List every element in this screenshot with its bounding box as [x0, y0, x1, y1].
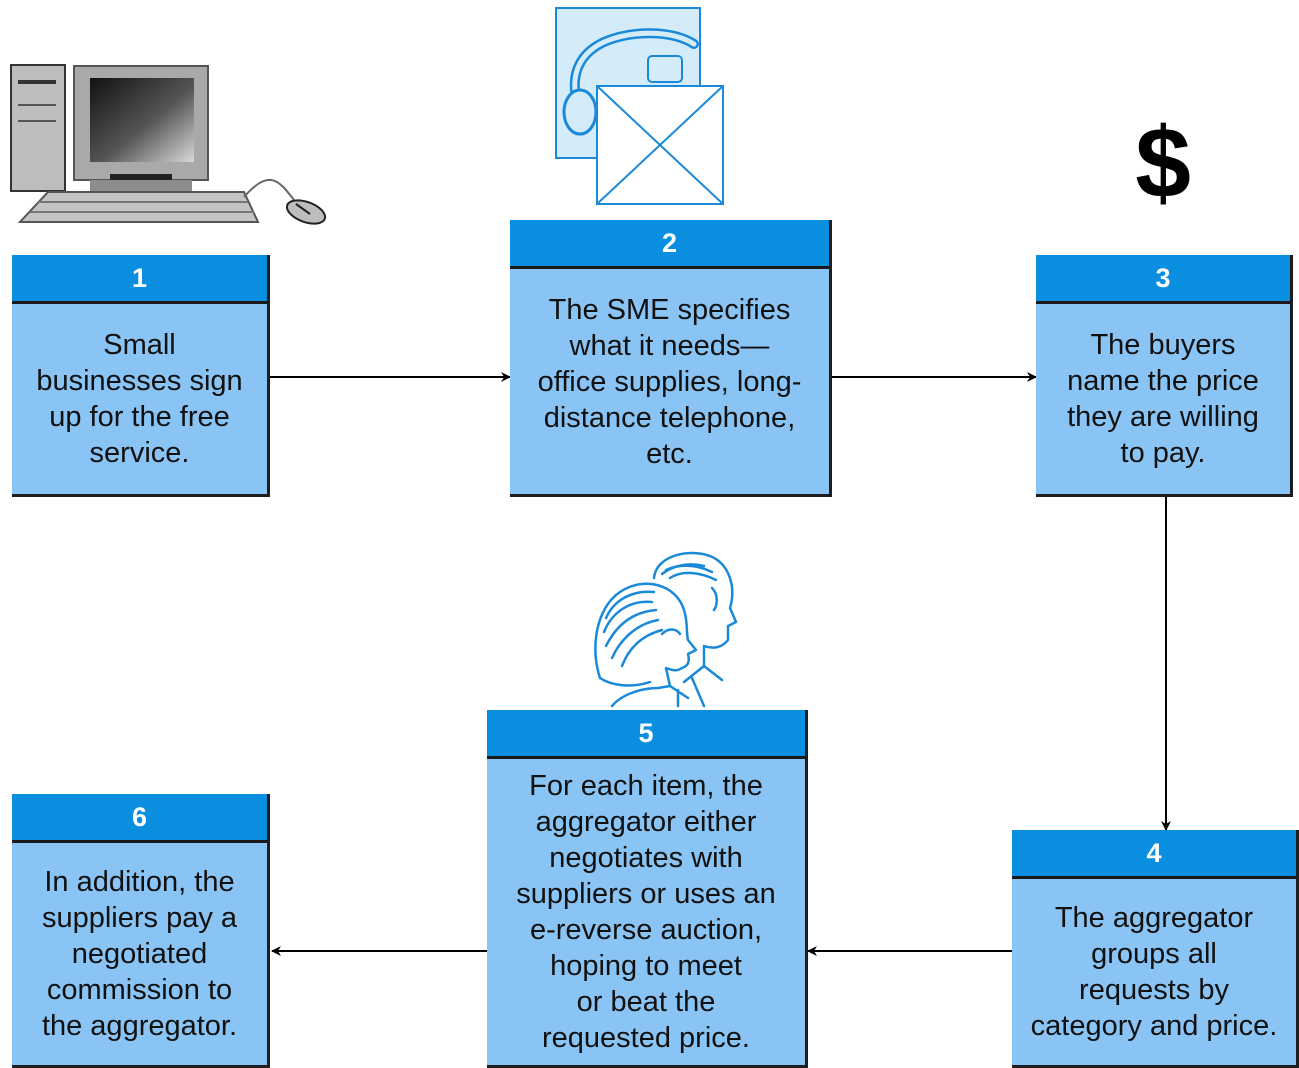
step-1-text: Small businesses sign up for the free se…: [36, 329, 243, 469]
step-2-number: 2: [510, 220, 829, 269]
envelope-phone-icon: [555, 7, 724, 205]
step-6-number: 6: [12, 794, 267, 843]
step-6-box: 6 In addition, the suppliers pay a negot…: [12, 794, 270, 1068]
step-4-number: 4: [1012, 830, 1296, 879]
step-1-box: 1 Small businesses sign up for the free …: [12, 255, 270, 497]
desktop-computer-icon: [10, 64, 327, 225]
step-5-text: For each item, the aggregator either neg…: [516, 770, 776, 1054]
people-heads-icon: [594, 551, 738, 708]
step-4-box: 4 The aggregator groups all requests by …: [1012, 830, 1299, 1068]
step-2-text: The SME specifies what it needs— office …: [537, 293, 802, 470]
step-3-text: The buyers name the price they are willi…: [1067, 329, 1259, 469]
step-1-number: 1: [12, 255, 267, 304]
step-5-box: 5 For each item, the aggregator either n…: [487, 710, 808, 1068]
step-3-number: 3: [1036, 255, 1290, 304]
step-4-text: The aggregator groups all requests by ca…: [1030, 902, 1278, 1042]
step-2-box: 2 The SME specifies what it needs— offic…: [510, 220, 832, 497]
step-5-number: 5: [487, 710, 805, 759]
dollar-sign-icon: $: [1135, 107, 1191, 219]
step-6-text: In addition, the suppliers pay a negotia…: [41, 866, 238, 1042]
step-3-box: 3 The buyers name the price they are wil…: [1036, 255, 1293, 497]
